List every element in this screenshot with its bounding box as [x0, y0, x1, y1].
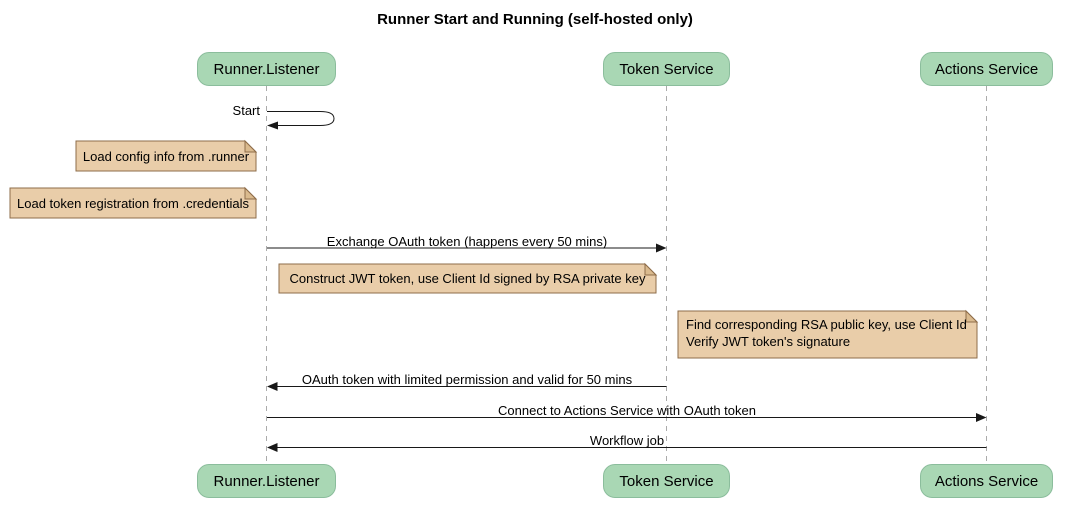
message-label-oauth-token-returned: OAuth token with limited permission and … [301, 372, 633, 387]
message-label-connect-actions: Connect to Actions Service with OAuth to… [498, 403, 756, 418]
participant-top-runner-listener: Runner.Listener [197, 52, 336, 86]
participant-top-token-service: Token Service [603, 52, 730, 86]
message-arrow-workflow-job [267, 443, 987, 452]
participant-bottom-actions-service: Actions Service [920, 464, 1053, 498]
participant-bottom-token-service: Token Service [603, 464, 730, 498]
note-load-config: Load config info from .runner [82, 148, 250, 164]
diagram-title: Runner Start and Running (self-hosted on… [377, 11, 693, 28]
message-label-workflow-job: Workflow job [589, 433, 665, 448]
message-arrow-exchange-oauth [267, 243, 667, 253]
participant-label: Token Service [619, 60, 714, 78]
note-construct-jwt: Construct JWT token, use Client Id signe… [289, 271, 646, 286]
participant-bottom-runner-listener: Runner.Listener [197, 464, 336, 498]
note-verify-jwt: Find corresponding RSA public key, use C… [686, 317, 976, 350]
message-arrow-connect-actions [267, 413, 987, 422]
message-label-exchange-oauth: Exchange OAuth token (happens every 50 m… [326, 234, 608, 249]
self-message-arrow-start [267, 111, 335, 130]
participant-label: Actions Service [934, 472, 1039, 490]
note-verify-jwt-line-1: Find corresponding RSA public key, use C… [686, 317, 967, 332]
message-arrow-oauth-token-returned [267, 382, 667, 391]
note-verify-jwt-line-2: Verify JWT token's signature [686, 333, 851, 349]
message-label-start: Start [232, 103, 260, 118]
participant-label: Actions Service [934, 60, 1039, 78]
participant-label: Token Service [619, 472, 714, 490]
participant-label: Runner.Listener [213, 472, 320, 490]
participant-top-actions-service: Actions Service [920, 52, 1053, 86]
note-shape-verify-jwt [677, 309, 979, 359]
note-shape-load-config [75, 139, 258, 172]
note-shape-load-token-registration [9, 186, 258, 219]
note-shape-construct-jwt [278, 262, 658, 294]
note-load-token-registration: Load token registration from .credential… [17, 195, 249, 211]
participant-label: Runner.Listener [213, 60, 320, 78]
